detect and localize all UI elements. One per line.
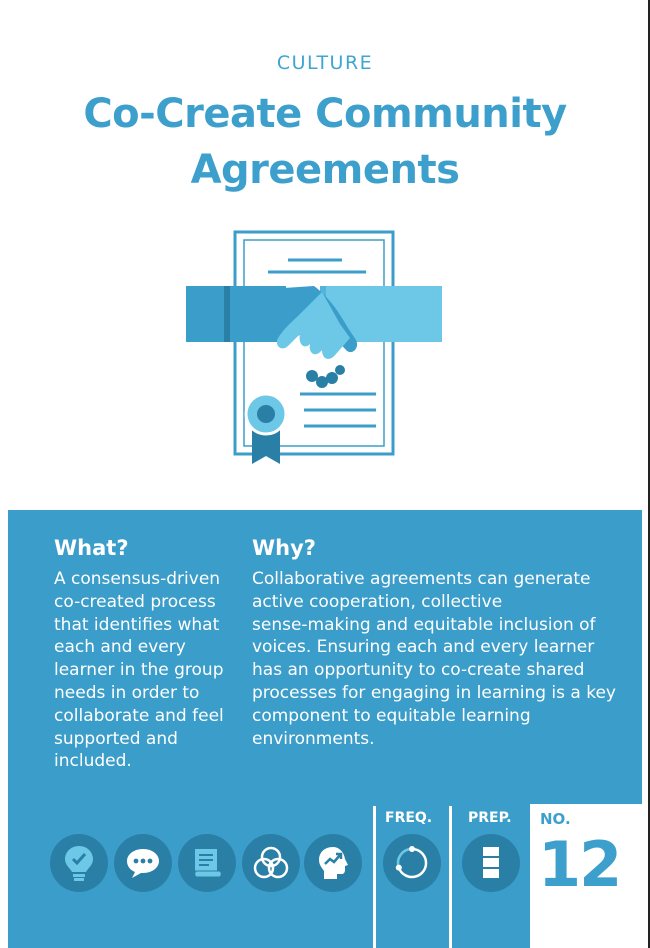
- what-heading: What?: [54, 536, 129, 560]
- what-line: collaborate and feel: [54, 705, 224, 726]
- cycle-icon: [383, 834, 441, 892]
- card-title-line-1: Co-Create Community: [83, 91, 567, 137]
- why-line: has an opportunity to co-create shared: [252, 660, 585, 681]
- why-line: Collaborative agreements can generate: [252, 569, 591, 589]
- why-line: sense-making and equitable inclusion of: [252, 614, 596, 635]
- why-line: environments.: [252, 728, 375, 749]
- what-line: A consensus-driven: [54, 569, 221, 589]
- lightbulb-check-icon: [50, 834, 108, 892]
- why-heading: Why?: [252, 536, 316, 560]
- what-description: A consensus-driven co-created process th…: [54, 568, 244, 773]
- why-line: component to equitable learning: [252, 705, 531, 726]
- number-label: NO.: [540, 810, 571, 828]
- what-line: co-created process: [54, 591, 216, 612]
- what-line: learner in the group: [54, 660, 224, 681]
- card-title-line-2: Agreements: [190, 147, 460, 193]
- card-number: 12: [538, 828, 622, 901]
- why-line: processes for engaging in learning is a …: [252, 682, 616, 703]
- why-description: Collaborative agreements can generate ac…: [252, 568, 632, 750]
- category-label: CULTURE: [276, 52, 374, 74]
- card-title: Co-Create Community Agreements: [0, 86, 650, 198]
- freq-label: FREQ.: [385, 810, 433, 826]
- why-line: voices. Ensuring each and every learner: [252, 637, 595, 658]
- divider: [449, 806, 452, 948]
- prep-label: PREP.: [468, 810, 512, 826]
- divider: [373, 806, 376, 948]
- ribbon-seal-icon: [244, 392, 288, 464]
- speech-bubble-icon: [114, 834, 172, 892]
- card-border: [648, 0, 650, 948]
- head-growth-icon: [304, 834, 362, 892]
- number-box: [530, 804, 642, 948]
- handshake-agreement-illustration: [186, 230, 442, 464]
- handshake-icon: [186, 286, 442, 388]
- overlapping-circles-icon: [242, 834, 300, 892]
- what-line: that identifies what: [54, 614, 220, 635]
- what-line: supported and: [54, 728, 178, 749]
- what-line: needs in order to: [54, 682, 200, 703]
- scroll-icon: [178, 834, 236, 892]
- prep-bar-icon: [462, 834, 520, 892]
- why-line: active cooperation, collective: [252, 591, 503, 612]
- what-line: each and every: [54, 637, 186, 658]
- what-line: included.: [54, 751, 132, 772]
